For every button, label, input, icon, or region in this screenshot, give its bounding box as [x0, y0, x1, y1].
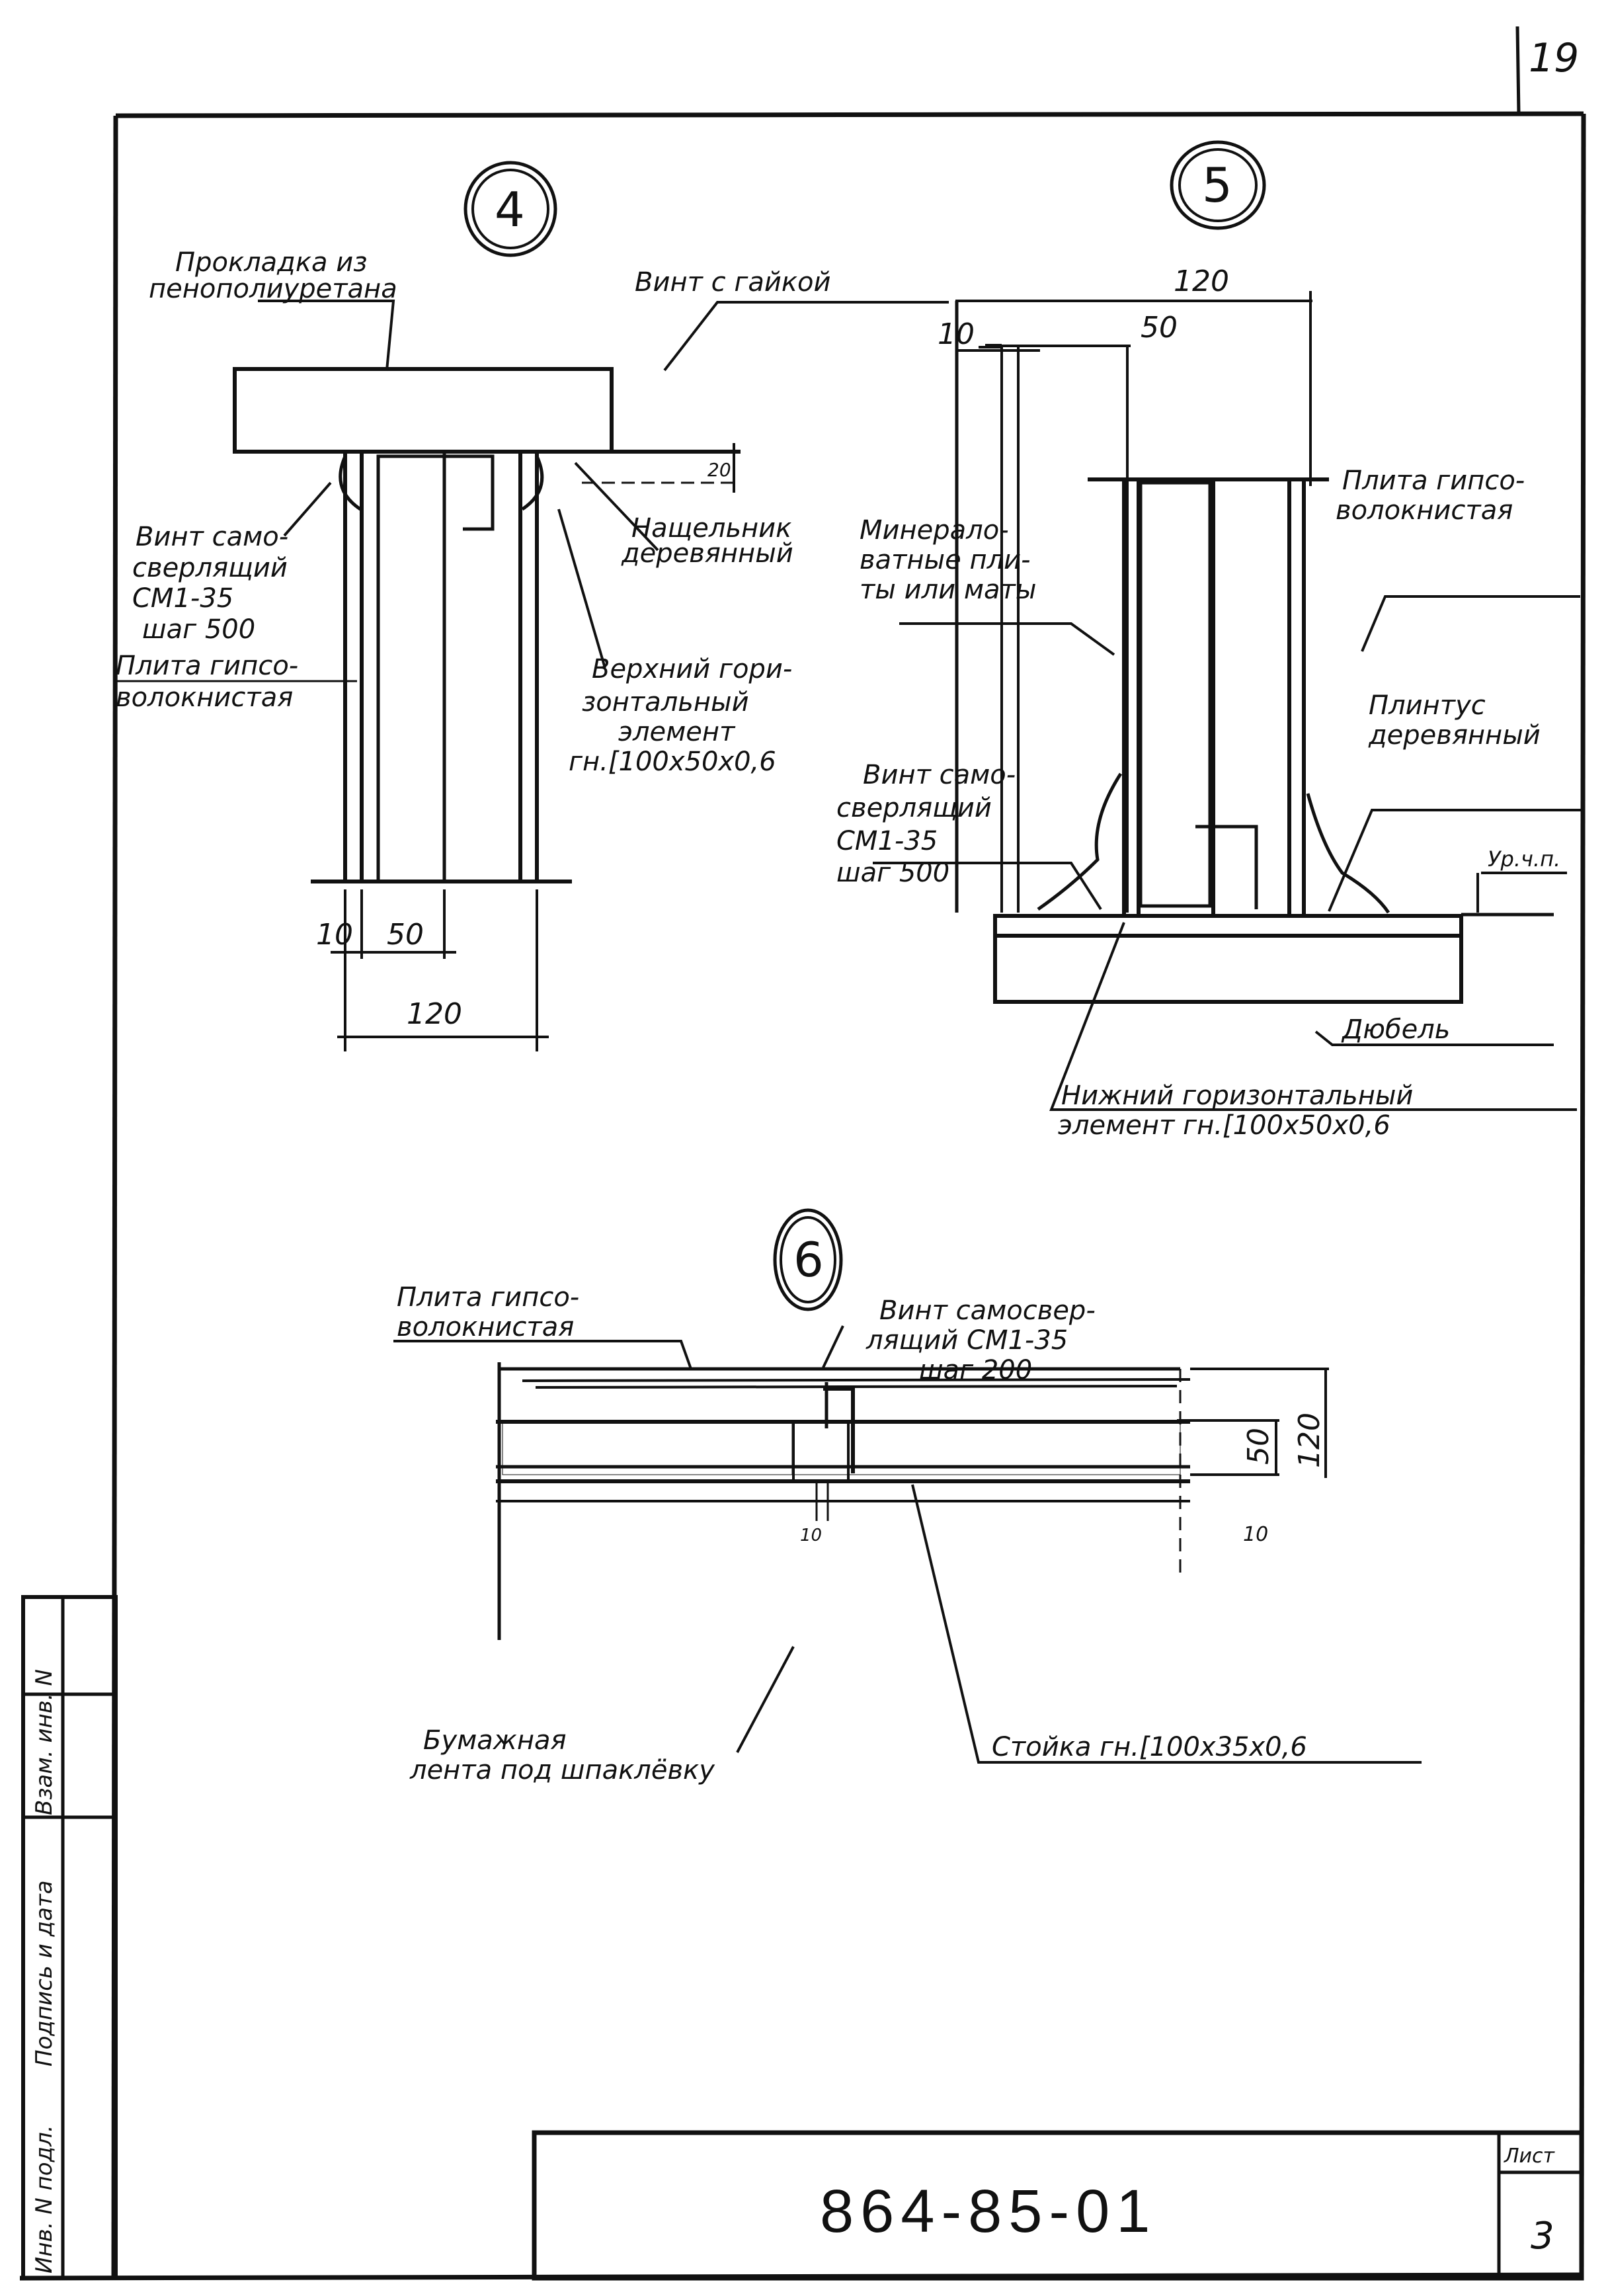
d5-bottom-elem-l1: Нижний горизонтальный — [1061, 1081, 1413, 1111]
stamp-signature-date: Подпись и дата — [31, 1880, 58, 2067]
detail-5-drawing — [873, 140, 1584, 1111]
d5-floor-level: Ур.ч.п. — [1488, 846, 1560, 872]
d5-dim-50: 50 — [1141, 311, 1178, 345]
d6-board-l2: волокнистая — [397, 1312, 574, 1342]
d6-screw-l1: Винт самосвер- — [879, 1295, 1096, 1326]
side-stamp-labels: Инв. N подл. Подпись и дата Взам. инв. N — [31, 1669, 58, 2274]
detail-6-marker: 6 — [793, 1232, 824, 1288]
d4-top-elem-l1: Верхний гори- — [592, 654, 792, 684]
d6-dim-10-right: 10 — [1243, 1523, 1268, 1546]
d5-board-l1: Плита гипсо- — [1342, 466, 1525, 496]
d4-screw-self-l3: СМ1-35 — [132, 583, 233, 614]
d4-dim-120: 120 — [407, 997, 462, 1031]
d6-tape-l2: лента под шпаклёвку — [409, 1755, 715, 1785]
d4-screw-self-l2: сверлящий — [132, 553, 288, 583]
d5-board-l2: волокнистая — [1336, 495, 1513, 526]
d6-dim-50: 50 — [1242, 1428, 1275, 1465]
d4-screw-anchor: Винт с гайкой — [635, 267, 830, 298]
d6-dim-120: 120 — [1293, 1413, 1326, 1468]
d4-board-l1: Плита гипсо- — [116, 651, 298, 681]
sheet-frame — [19, 26, 1586, 2281]
d4-screw-self-l4: шаг 500 — [142, 614, 255, 645]
d5-screw-l2: сверлящий — [836, 793, 992, 823]
d4-dim-10: 10 — [316, 918, 353, 952]
d4-strip-l2: деревянный — [621, 538, 793, 569]
d5-dim-10: 10 — [938, 317, 975, 351]
d5-plinth-l2: деревянный — [1368, 720, 1541, 751]
d6-board-l1: Плита гипсо- — [397, 1282, 579, 1313]
d6-tape-l1: Бумажная — [423, 1725, 567, 1756]
title-block — [532, 2130, 1584, 2281]
stamp-inv-number: Инв. N подл. — [31, 2125, 58, 2274]
d4-top-elem-l3: элемент — [618, 717, 736, 747]
d5-screw-l4: шаг 500 — [836, 858, 949, 888]
d6-screw-l2: лящий СМ1-35 — [865, 1325, 1068, 1356]
d5-plinth-l1: Плинтус — [1369, 690, 1486, 721]
stamp-replacement-inv: Взам. инв. N — [31, 1669, 58, 1815]
detail-6-drawing — [393, 1208, 1422, 1764]
sheet-number: 3 — [1531, 2215, 1554, 2258]
document-code: 864-85-01 — [820, 2178, 1156, 2245]
d5-dim-120: 120 — [1174, 265, 1229, 298]
d4-board-l2: волокнистая — [116, 682, 293, 713]
d5-mineral-l3: ты или маты — [860, 575, 1036, 605]
d6-dim-10-joint: 10 — [800, 1526, 822, 1545]
d5-bottom-elem-l2: элемент гн.[100x50x0,6 — [1058, 1110, 1390, 1141]
d6-screw-l3: шаг 200 — [919, 1355, 1032, 1385]
d4-dim-50: 50 — [387, 918, 424, 952]
d4-gasket-l1: Прокладка из — [175, 247, 368, 278]
d4-gasket-l2: пенополиуретана — [149, 274, 397, 304]
d5-screw-l1: Винт само- — [863, 760, 1016, 790]
d4-top-elem-l2: зонтальный — [582, 687, 749, 718]
d5-mineral-l1: Минерало- — [860, 515, 1009, 546]
d4-dim-20: 20 — [707, 459, 731, 481]
d6-stud: Стойка гн.[100x35x0,6 — [992, 1732, 1307, 1762]
d4-screw-self-l1: Винт само- — [136, 522, 288, 552]
detail-4-drawing — [114, 161, 949, 1051]
d4-strip-l1: Нащельник — [631, 513, 791, 544]
d5-mineral-l2: ватные пли- — [860, 545, 1031, 575]
d4-top-elem-l4: гн.[100x50x0,6 — [569, 747, 776, 777]
detail-4-marker: 4 — [495, 182, 525, 237]
sheet-label: Лист — [1504, 2145, 1556, 2168]
d5-dowel: Дюбель — [1341, 1014, 1450, 1045]
side-stamp — [21, 1595, 118, 2280]
detail-5-marker: 5 — [1202, 157, 1232, 213]
d5-screw-l3: СМ1-35 — [836, 826, 938, 856]
top-page-number: 19 — [1529, 35, 1579, 81]
